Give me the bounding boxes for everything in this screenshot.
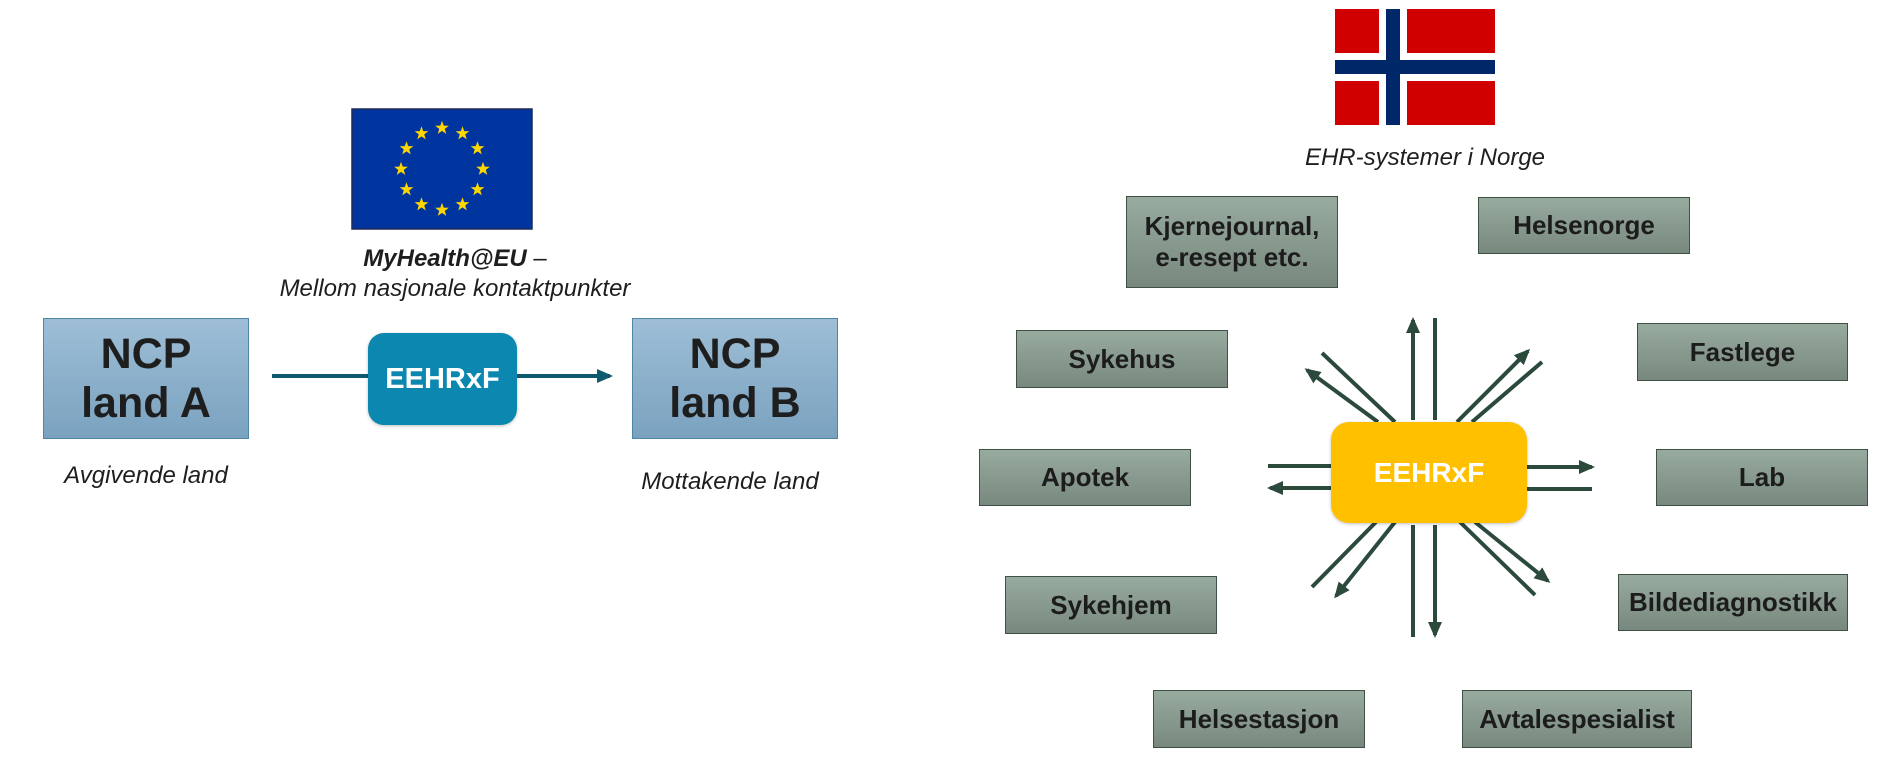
ncp-b-caption: Mottakende land [641, 468, 819, 495]
eu-star-icon [414, 126, 429, 140]
eu-star-icon [414, 197, 429, 211]
eu-caption: MyHealth@EU – Mellom nasjonale kontaktpu… [230, 244, 680, 304]
eu-star-icon [470, 182, 485, 196]
eu-star-icon [399, 141, 414, 155]
kjernejournal-line2: e-resept etc. [1155, 242, 1309, 272]
eu-star-icon [399, 182, 414, 196]
eu-title: MyHealth@EU [363, 245, 527, 272]
ncp-b-line1: NCP [689, 329, 781, 378]
eu-star-icon [455, 126, 470, 140]
sykehjem-box: Sykehjem [1005, 576, 1217, 634]
bildediagnostikk-box: Bildediagnostikk [1618, 574, 1848, 631]
helsestasjon-box: Helsestasjon [1153, 690, 1365, 748]
ncp-a-caption: Avgivende land [64, 462, 228, 489]
arrow-ul-in [1320, 351, 1397, 424]
norway-caption: EHR-systemer i Norge [1304, 144, 1546, 171]
arrow-lr-in [1458, 520, 1537, 597]
ncp-a-line1: NCP [100, 329, 192, 378]
norway-flag-icon [1335, 9, 1495, 125]
ncp-land-a-box: NCP land A [43, 318, 249, 439]
fastlege-box: Fastlege [1637, 323, 1848, 381]
helsenorge-box: Helsenorge [1478, 197, 1690, 254]
arrow-ul-out [1304, 368, 1380, 424]
kjernejournal-line1: Kjernejournal, [1144, 211, 1320, 241]
eu-subtitle: Mellom nasjonale kontaktpunkter [279, 275, 631, 302]
eu-star-icon [394, 161, 408, 175]
sykehus-box: Sykehus [1016, 330, 1228, 388]
kjernejournal-box: Kjernejournal, e-resept etc. [1126, 196, 1338, 288]
eu-star-icon [435, 120, 449, 134]
arrow-ll-out [1334, 520, 1397, 599]
apotek-box: Apotek [979, 449, 1191, 506]
eehrxf-left-pill: EEHRxF [368, 333, 517, 425]
ncp-a-line2: land A [81, 378, 211, 427]
arrow-ur-out [1455, 348, 1531, 424]
lab-box: Lab [1656, 449, 1868, 506]
eu-dash: – [526, 245, 547, 272]
arrow-lr-out [1473, 520, 1551, 583]
eu-flag-icon [351, 108, 533, 230]
avtalespesialist-box: Avtalespesialist [1462, 690, 1692, 748]
ncp-land-b-box: NCP land B [632, 318, 838, 439]
eu-star-icon [476, 161, 490, 175]
ncp-b-line2: land B [669, 378, 801, 427]
eu-star-icon [470, 141, 485, 155]
eu-star-icon [455, 197, 470, 211]
arrow-ur-in [1470, 360, 1544, 424]
eehrxf-hub-pill: EEHRxF [1331, 422, 1527, 523]
arrow-ll-in [1310, 520, 1378, 589]
eu-star-icon [435, 202, 449, 216]
